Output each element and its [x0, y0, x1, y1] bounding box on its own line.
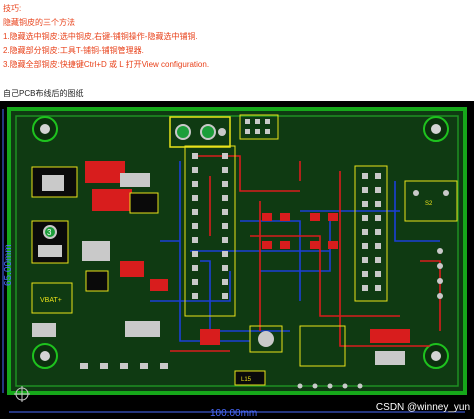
mounting-hole — [32, 116, 58, 142]
image-caption: 自己PCB布线后的图纸 — [3, 89, 84, 98]
s2-label: S2 — [425, 201, 433, 207]
mounting-hole — [32, 343, 58, 369]
tips-method-2: 2.隐藏部分铜皮:工具T-铺铜-铺铜管理器. — [3, 46, 144, 55]
pcb-layout-image: 3 VBAT+ — [0, 101, 474, 419]
mounting-hole — [423, 343, 449, 369]
l15-label: L15 — [241, 377, 252, 383]
vertical-dimension: 65.00mm — [3, 244, 14, 286]
vbat-label: VBAT+ — [40, 297, 62, 304]
mounting-hole — [423, 116, 449, 142]
tips-title: 技巧: — [3, 4, 22, 13]
watermark: CSDN @winney_yun — [375, 402, 470, 413]
tips-method-3: 3.隐藏全部铜皮:快捷键Ctrl+D 或 L 打开View configurat… — [3, 60, 210, 69]
tips-subtitle: 隐藏铜皮的三个方法 — [3, 18, 75, 27]
horizontal-dimension: 100.00mm — [210, 408, 257, 419]
tips-method-1: 1.隐藏选中铜皮:选中铜皮,右键-铺铜操作-隐藏选中铺铜. — [3, 32, 198, 41]
tips-section: 技巧: 隐藏铜皮的三个方法 1.隐藏选中铜皮:选中铜皮,右键-铺铜操作-隐藏选中… — [3, 2, 471, 72]
svg-text:3: 3 — [47, 228, 52, 237]
board-outline — [7, 107, 467, 395]
